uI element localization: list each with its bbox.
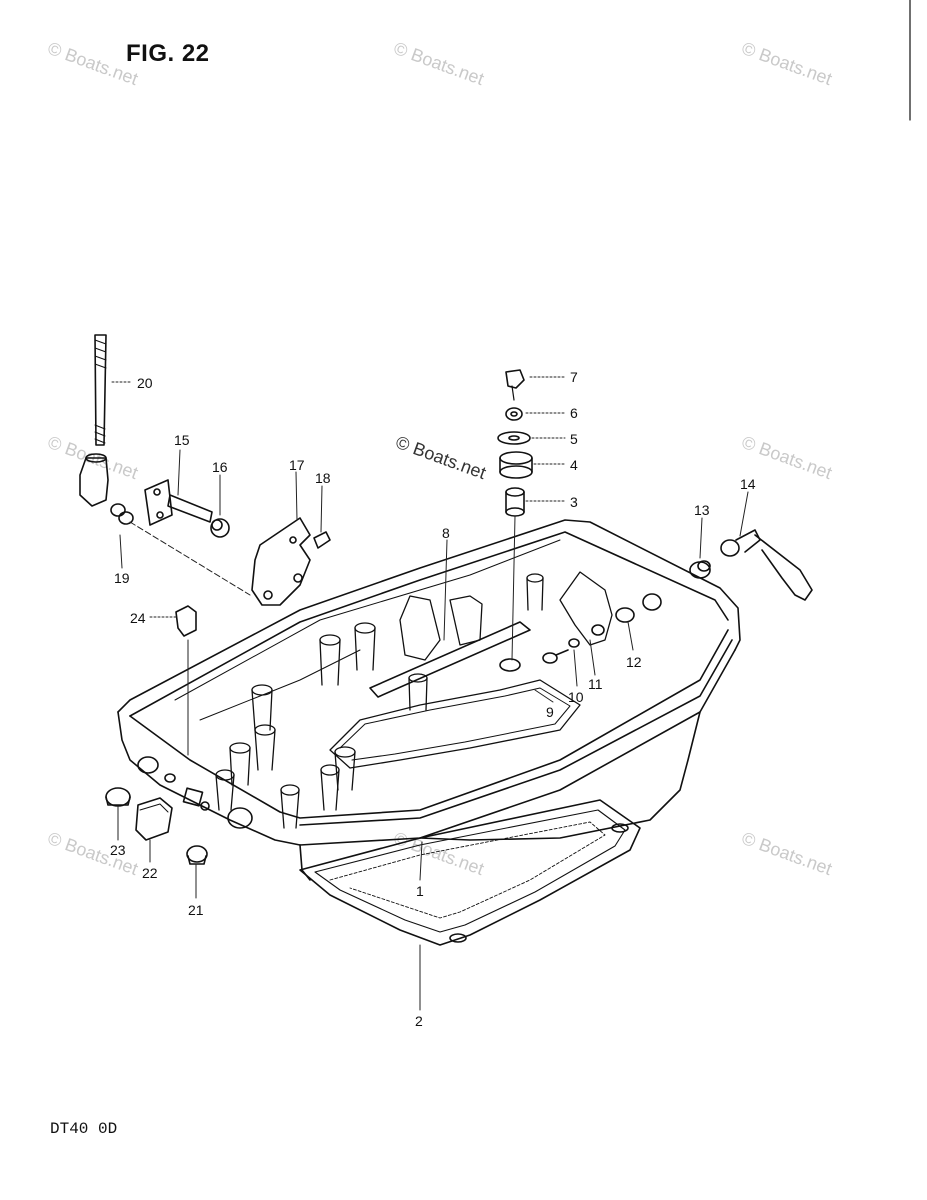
plug-part-19 <box>111 504 133 524</box>
callout-19: 19 <box>114 570 130 586</box>
callout-13: 13 <box>694 502 710 518</box>
callout-11: 11 <box>588 676 603 692</box>
callout-24: 24 <box>130 610 146 626</box>
model-code: DT40 0D <box>50 1120 118 1138</box>
grommet-part-13 <box>690 561 710 578</box>
bottom-cover-part-1 <box>118 520 740 880</box>
callout-23: 23 <box>110 842 126 858</box>
grommet-part-22 <box>136 798 172 840</box>
callout-17: 17 <box>289 457 305 473</box>
callout-7: 7 <box>570 369 578 385</box>
bolt-part-10 <box>543 650 568 663</box>
plug-part-23 <box>106 788 130 806</box>
callout-4: 4 <box>570 457 578 473</box>
bolt-part-7 <box>506 370 524 400</box>
callout-14: 14 <box>740 476 756 492</box>
callout-20: 20 <box>137 375 153 391</box>
pin-part-18 <box>314 532 330 548</box>
gasket-part-2 <box>300 800 640 945</box>
callout-12: 12 <box>626 654 642 670</box>
lock-lever-part-14 <box>721 530 812 600</box>
elbow-fitting <box>80 454 108 506</box>
collar-part-3 <box>506 488 524 516</box>
leader-lines <box>112 377 748 1010</box>
grommet-part-4 <box>500 452 532 478</box>
callout-16: 16 <box>212 459 228 475</box>
callout-9: 9 <box>546 704 554 720</box>
bushing-part-16 <box>211 519 229 537</box>
stud-bolt-part-20 <box>95 335 106 445</box>
callout-22: 22 <box>142 865 158 881</box>
lever-part-17 <box>252 518 310 605</box>
figure-title: FIG. 22 <box>126 40 210 67</box>
callout-10: 10 <box>568 689 584 705</box>
washer-part-5 <box>498 432 530 444</box>
rod-part-8 <box>370 622 530 697</box>
callout-18: 18 <box>315 470 331 486</box>
washer-part-11 <box>569 639 579 647</box>
callout-3: 3 <box>570 494 578 510</box>
callout-15: 15 <box>174 432 190 448</box>
callout-5: 5 <box>570 431 578 447</box>
callout-8: 8 <box>442 525 450 541</box>
callout-2: 2 <box>415 1013 423 1029</box>
clip-part-24 <box>176 606 196 636</box>
callout-6: 6 <box>570 405 578 421</box>
callout-21: 21 <box>188 902 204 918</box>
plug-part-21 <box>187 846 207 864</box>
nut-part-6 <box>506 408 522 420</box>
callout-1: 1 <box>416 883 424 899</box>
pin-part-15 <box>145 480 212 525</box>
